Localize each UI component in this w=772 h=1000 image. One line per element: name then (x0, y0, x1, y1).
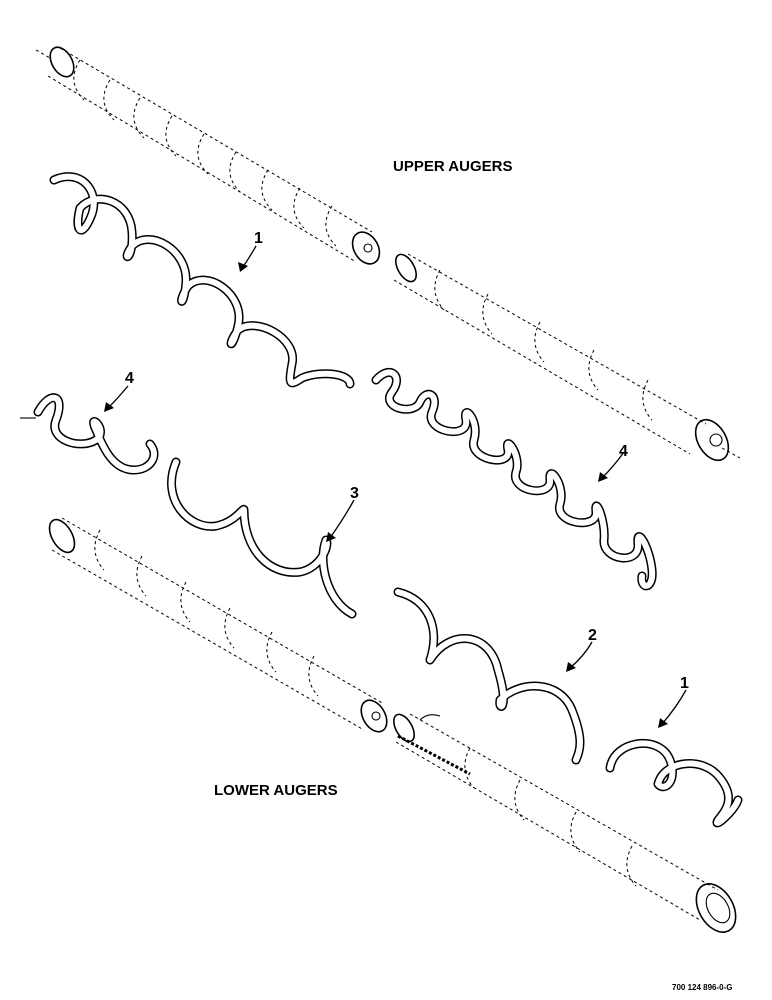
lower-left-auger-tube (48, 517, 388, 733)
callout-1-lower: 1 (680, 675, 689, 692)
part-number-label: 700 124 896-0-G (672, 983, 733, 992)
callout-2: 2 (588, 627, 597, 644)
lower-auger-flighting (605, 738, 743, 828)
callout-arrows (104, 245, 687, 728)
upper-left-auger-tube (35, 46, 381, 265)
callout-4-right: 4 (619, 443, 628, 460)
upper-right-auger-tube (393, 253, 741, 462)
callout-4-left: 4 (125, 370, 134, 387)
flighting-2 (393, 587, 585, 765)
upper-auger-flighting (49, 172, 355, 389)
stub-flighting-left (20, 393, 159, 475)
callout-1-upper: 1 (254, 230, 263, 247)
lower-right-auger-tube (392, 713, 737, 933)
stub-flighting-right (371, 368, 657, 591)
callout-3: 3 (350, 485, 359, 502)
lower-augers-label: LOWER AUGERS (214, 782, 338, 799)
upper-augers-label: UPPER AUGERS (393, 158, 512, 175)
flighting-3 (167, 457, 357, 619)
